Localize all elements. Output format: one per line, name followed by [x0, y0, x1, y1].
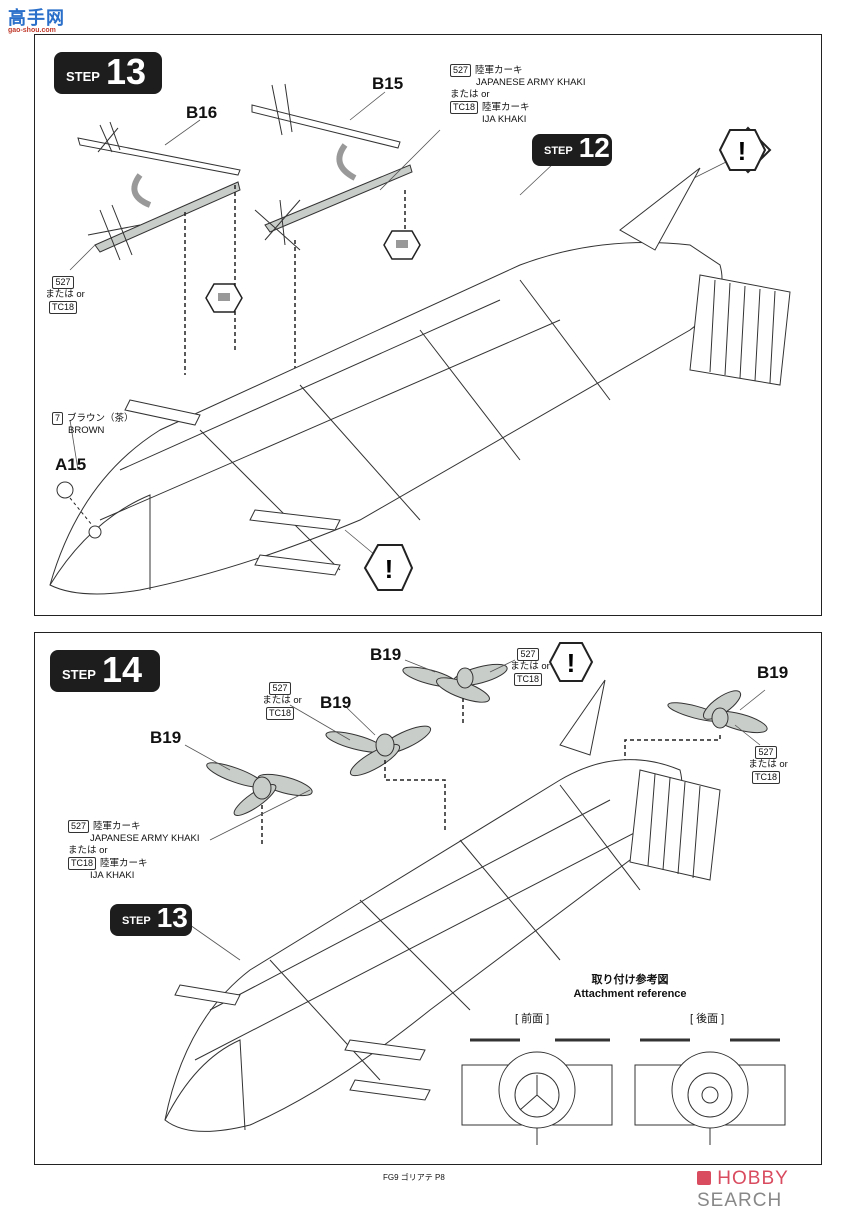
- reference-title-en: Attachment reference: [573, 988, 687, 1000]
- exclamation-icon: !: [567, 648, 576, 678]
- step-14-badge: STEP 14: [50, 650, 160, 692]
- step-12-ref-badge: STEP 12: [532, 134, 612, 166]
- paint-code: TC18: [450, 101, 479, 114]
- exclamation-icon: !: [385, 554, 394, 584]
- step-label: STEP: [66, 69, 100, 84]
- paint-code: TC18: [265, 707, 294, 720]
- part-b16-missile: [77, 121, 241, 176]
- paint-callout-small: 527 または or TC18: [500, 648, 560, 686]
- watermark-text: 高手网: [8, 8, 65, 29]
- brand-text-2: SEARCH: [697, 1190, 783, 1211]
- paint-name-jp: ブラウン（茶）: [67, 413, 134, 424]
- step-number: 12: [578, 132, 610, 163]
- wings: [174, 984, 431, 1101]
- step-label: STEP: [122, 915, 151, 927]
- paint-callout-small: 527 または or TC18: [252, 682, 312, 720]
- page-label: FG9 ゴリアテ P8: [383, 1173, 445, 1182]
- tail-fin: [559, 679, 606, 756]
- guide-lines: [184, 185, 406, 385]
- or-text: または or: [68, 845, 108, 856]
- part-b15-missile: [251, 83, 401, 149]
- step-number: 14: [101, 649, 143, 690]
- exclamation-icon: !: [738, 136, 747, 166]
- paint-code: 527: [517, 648, 539, 661]
- paint-name-en: IJA KHAKI: [482, 114, 527, 125]
- paint-callout-small: 527 または or TC18: [738, 746, 798, 784]
- paint-name-jp: 陸軍カーキ: [482, 102, 530, 113]
- watermark-logo: 高手网 gao-shou.com: [8, 4, 68, 38]
- part-label-b19: B19: [150, 728, 182, 747]
- part-b15-painted: [254, 164, 413, 251]
- paint-code: 7: [52, 412, 64, 425]
- attachment-reference-rear: [634, 1038, 786, 1145]
- attachment-reference-front: [461, 1038, 613, 1145]
- paint-code: 527: [269, 682, 291, 695]
- part-label-b19: B19: [370, 645, 402, 664]
- rear-frame: [629, 769, 721, 881]
- paint-callout-left: 527 または or TC18: [40, 276, 90, 314]
- brand-text: HOBBY: [717, 1168, 789, 1189]
- rear-frame: [689, 274, 791, 386]
- rear-view-label: [ 後面 ]: [690, 1013, 725, 1025]
- part-label-b19: B19: [757, 663, 789, 682]
- caution-hex-icon: [548, 642, 594, 682]
- paint-name-en: JAPANESE ARMY KHAKI: [476, 77, 586, 88]
- propeller-b19: [325, 725, 432, 777]
- part-label-a15: A15: [55, 455, 87, 474]
- step-number: 13: [105, 51, 147, 92]
- or-text: または or: [450, 89, 490, 100]
- paint-name-en: IJA KHAKI: [90, 870, 135, 881]
- part-a15: [56, 481, 74, 499]
- paint-name-en: JAPANESE ARMY KHAKI: [90, 833, 200, 844]
- paint-code: TC18: [513, 673, 542, 686]
- or-text: または or: [748, 759, 788, 770]
- paint-name-jp: 陸軍カーキ: [475, 65, 523, 76]
- rotate-arrow-icon: [336, 143, 357, 181]
- paint-code: 527: [755, 746, 777, 759]
- paint-name-jp: 陸軍カーキ: [93, 821, 141, 832]
- propeller-b19: [206, 762, 313, 816]
- tail-fin: [619, 167, 701, 251]
- paint-code: 527: [52, 276, 74, 289]
- front-view-label: [ 前面 ]: [515, 1013, 550, 1025]
- watermark-url: gao-shou.com: [8, 27, 56, 34]
- part-b16-painted: [87, 181, 241, 261]
- hobby-search-logo: HOBBY SEARCH: [697, 1168, 855, 1212]
- paint-code: TC18: [751, 771, 780, 784]
- hobby-search-icon: [697, 1171, 711, 1185]
- part-label-b15: B15: [372, 74, 404, 93]
- step-13-badge: STEP 13: [54, 52, 162, 94]
- part-label-b19: B19: [320, 693, 352, 712]
- step-label: STEP: [544, 145, 573, 157]
- wings: [124, 399, 341, 576]
- step-number: 13: [156, 902, 188, 933]
- paint-code: TC18: [48, 301, 77, 314]
- part-label-b16: B16: [186, 103, 218, 122]
- or-text: または or: [45, 289, 85, 300]
- paint-name-en: BROWN: [68, 425, 105, 436]
- propeller-b19: [402, 663, 508, 703]
- step-13-ref-badge: STEP 13: [110, 904, 192, 936]
- paint-code: 527: [68, 820, 90, 833]
- or-text: または or: [510, 661, 550, 672]
- caution-hex-icon: [718, 129, 767, 171]
- propeller-b19: [667, 690, 768, 734]
- paint-code: 527: [450, 64, 472, 77]
- attachment-reference-title: 取り付け参考図 Attachment reference: [555, 973, 705, 1001]
- reference-title-jp: 取り付け参考図: [591, 974, 669, 986]
- rotate-arrow-icon: [131, 173, 152, 208]
- step-label: STEP: [62, 667, 96, 682]
- paint-name-jp: 陸軍カーキ: [100, 858, 148, 869]
- caution-icon: [363, 544, 414, 591]
- paint-code: TC18: [68, 857, 97, 870]
- or-text: または or: [262, 695, 302, 706]
